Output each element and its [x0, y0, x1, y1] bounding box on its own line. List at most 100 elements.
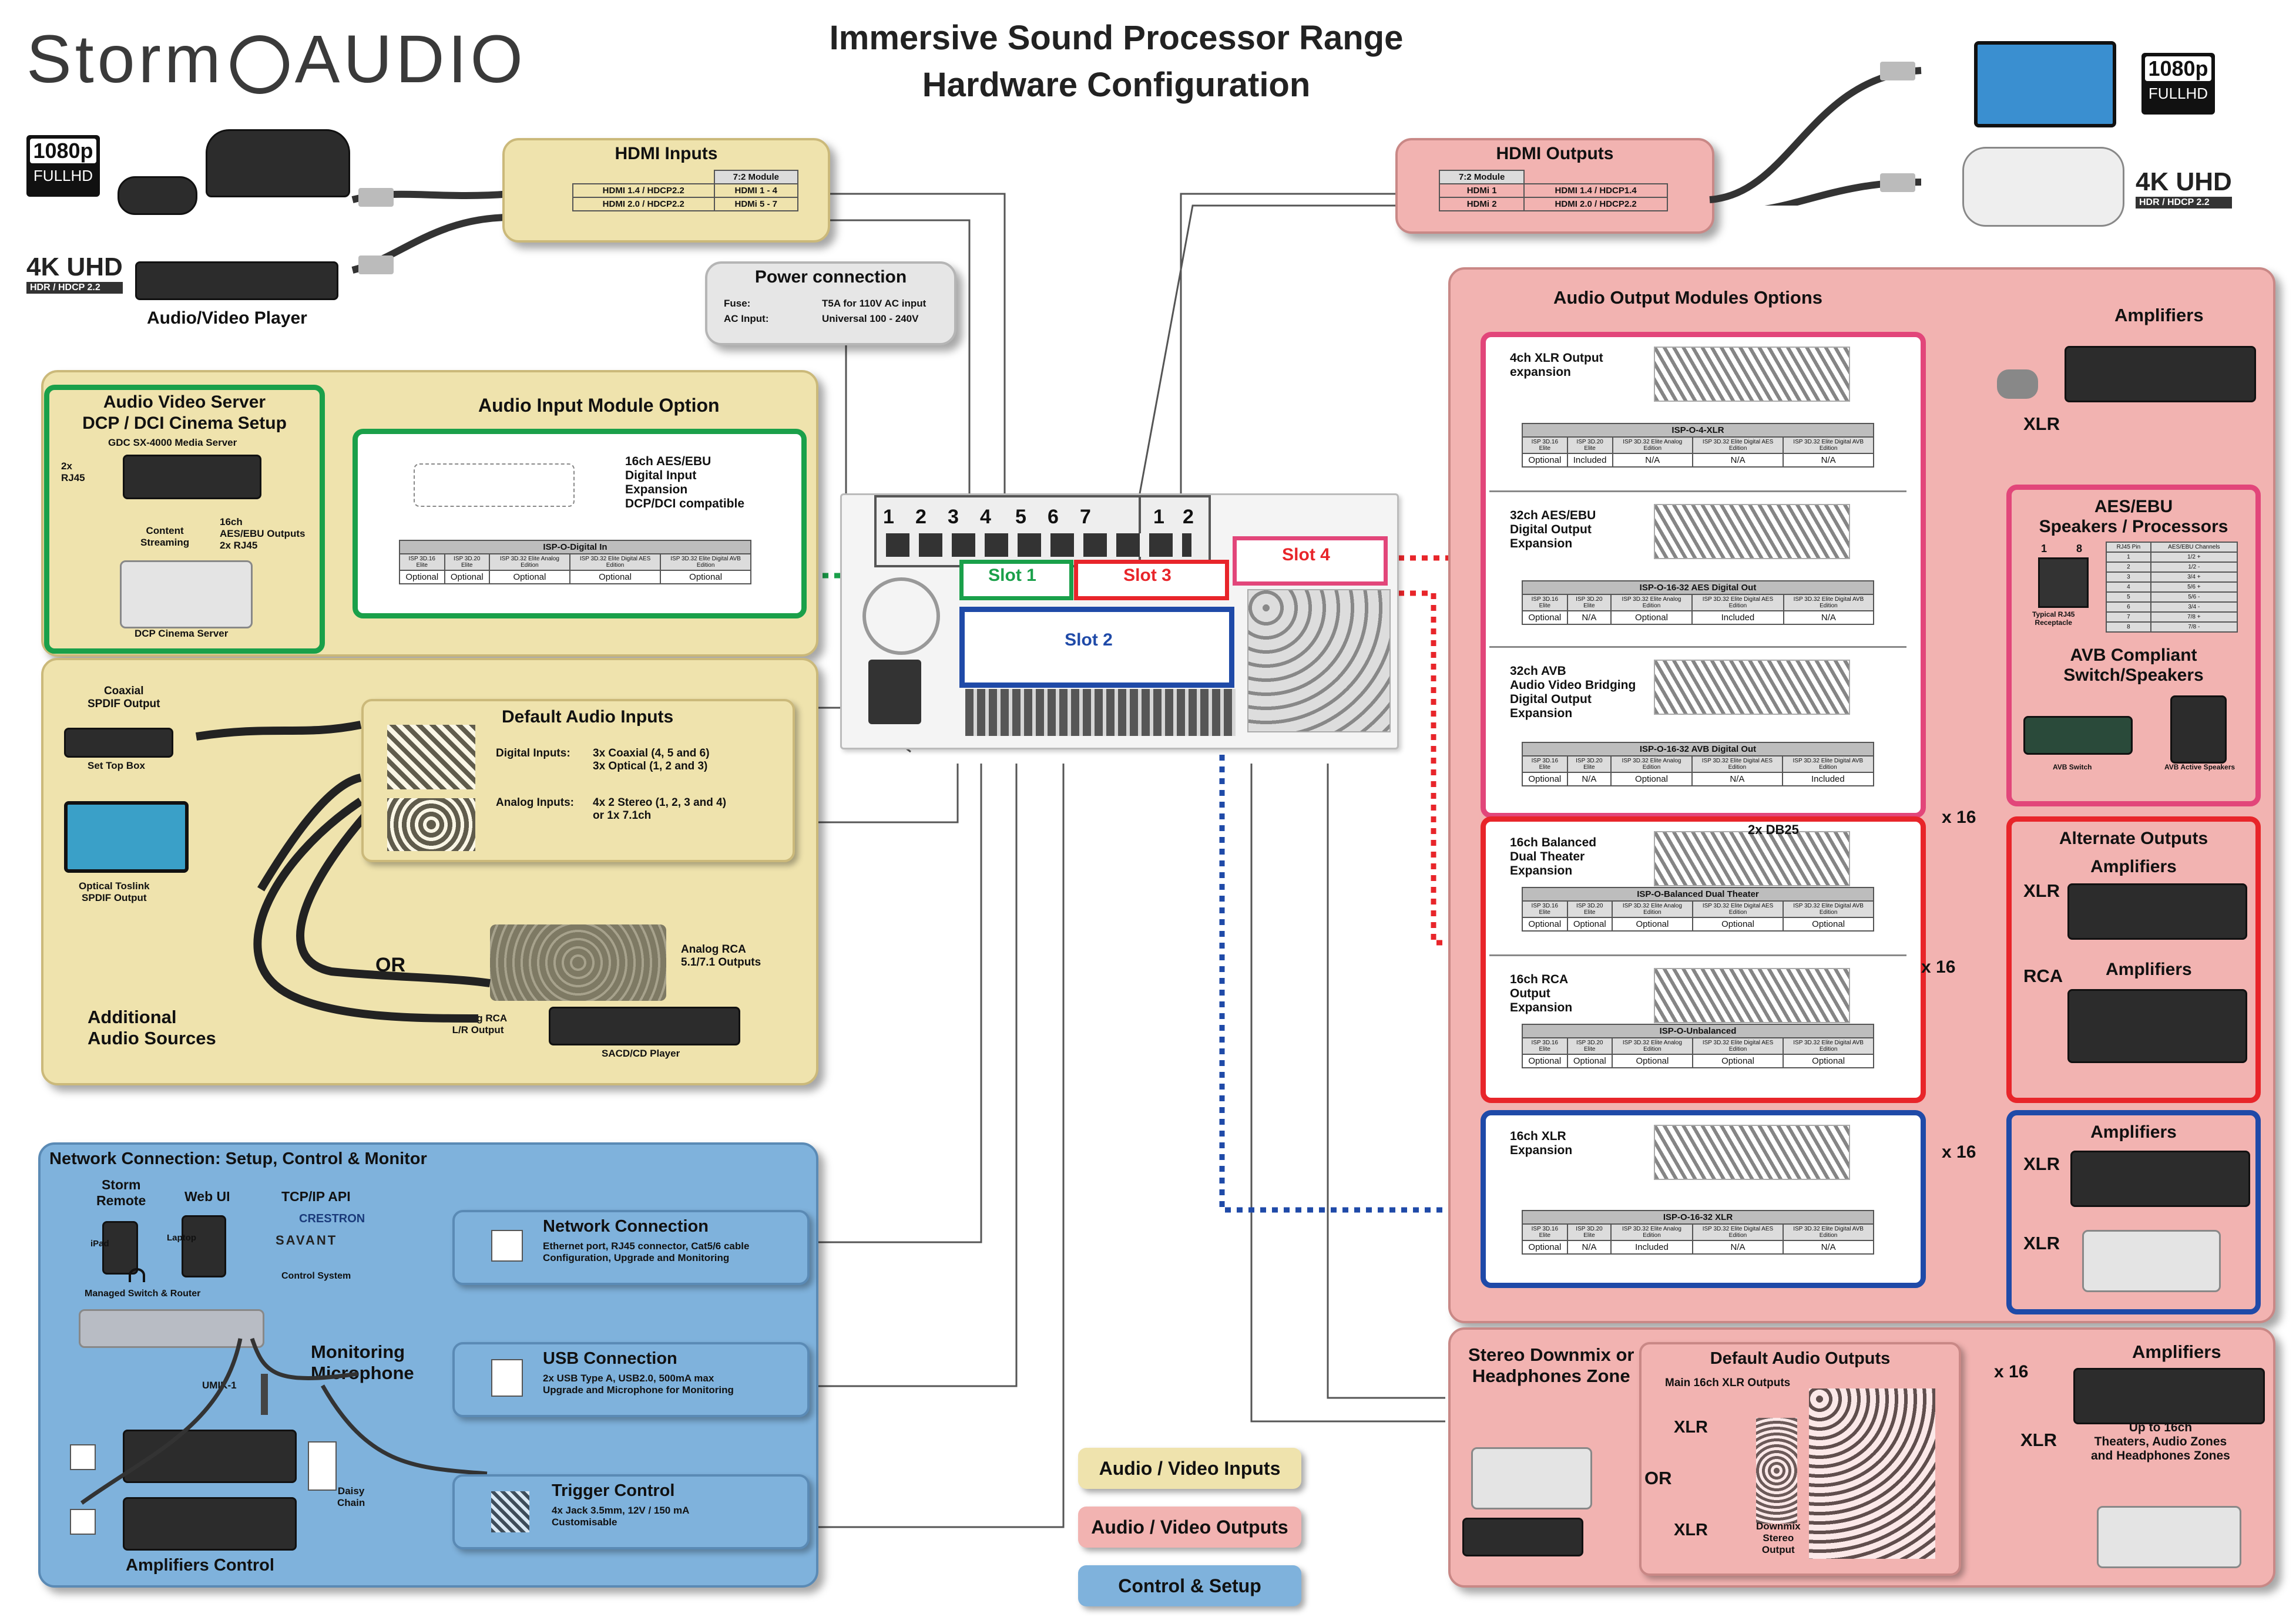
processor-rear-panel: 1 2 3 4 5 6 7 1 2 Slot 1 Slot 3 Slot 4 S… — [840, 493, 1399, 749]
output-module-col: ISP 3D.32 Elite Digital AES Edition — [1691, 755, 1783, 773]
rj45-receptacle-image — [2038, 557, 2089, 608]
output-module-value: Optional — [1691, 1054, 1784, 1068]
ipad-label: iPad — [90, 1239, 109, 1249]
hdmi-in-number-1: 1 — [883, 506, 894, 528]
output-module-value: N/A — [1691, 1240, 1784, 1255]
badge-4k-uhd-right: 4K UHD HDR / HDCP 2.2 — [2136, 167, 2232, 209]
hdmi-out-ports-2: HDMi 2 — [1438, 197, 1525, 211]
output-module-desc: 4ch XLR Output expansion — [1510, 351, 1603, 379]
output-module-value: Included — [1610, 1240, 1693, 1255]
rj45-row-5-ch: 5/6 - — [2150, 591, 2238, 603]
game-console-image — [206, 129, 350, 197]
power-ac-value: Universal 100 - 240V — [822, 313, 919, 324]
slot2-outline — [959, 607, 1234, 688]
badge-1080p-left: 1080p FULLHD — [26, 135, 100, 197]
network-port-icon-2 — [70, 1509, 96, 1535]
up-to-label: Up to 16ch Theaters, Audio Zones and Hea… — [2091, 1421, 2230, 1462]
output-module-col: ISP 3D.32 Elite Analog Edition — [1610, 755, 1693, 773]
output-module-col: ISP 3D.32 Elite Analog Edition — [1612, 900, 1693, 918]
digital-inputs-connector-image — [387, 725, 475, 789]
set-top-box-image — [64, 728, 173, 758]
optical-label: Optical Toslink SPDIF Output — [79, 880, 150, 903]
output-module-value: Optional — [1522, 453, 1568, 468]
control-system-label: Control System — [281, 1271, 351, 1281]
output-module-value: Optional — [1566, 917, 1613, 932]
badge-hdr-text-right: HDR / HDCP 2.2 — [2136, 197, 2232, 209]
rj45-header-pin: RJ45 Pin — [2106, 542, 2151, 553]
digital-in-val-5: Optional — [660, 570, 751, 584]
audio-input-module-box: 16ch AES/EBU Digital Input Expansion DCP… — [353, 429, 807, 618]
output-module-col: ISP 3D.20 Elite — [1566, 1223, 1612, 1241]
rj45-row-2-pin: 2 — [2106, 561, 2151, 573]
rj45-row-7-ch: 7/8 + — [2150, 611, 2238, 623]
output-module-col: ISP 3D.32 Elite Digital AES Edition — [1691, 900, 1784, 918]
default-outputs-box: Default Audio Outputs Main 16ch XLR Outp… — [1639, 1342, 1961, 1576]
output-module-col: ISP 3D.16 Elite — [1522, 755, 1568, 773]
default-audio-inputs-title: Default Audio Inputs — [502, 707, 674, 727]
output-module-value: Optional — [1610, 772, 1693, 786]
usb-connection-title: USB Connection — [543, 1349, 677, 1368]
crestron-label: CRESTRON — [299, 1212, 365, 1225]
power-title: Power connection — [754, 267, 907, 287]
bottom-headphone-amp-image — [2097, 1506, 2241, 1568]
output-module-card-image — [1654, 660, 1850, 715]
umik-label: UMIK-1 — [202, 1380, 237, 1391]
x16-label-1: x 16 — [1942, 808, 1976, 827]
rj45-row-4-ch: 5/6 + — [2150, 581, 2238, 593]
output-module-row: 32ch AVB Audio Video Bridging Digital Ou… — [1489, 646, 1906, 809]
analog-inputs-value: 4x 2 Stereo (1, 2, 3 and 4) or 1x 7.1ch — [593, 796, 727, 822]
or-label-bottom: OR — [1644, 1468, 1672, 1488]
additional-sources-label: Additional Audio Sources — [88, 1007, 216, 1048]
audio-input-module-desc: 16ch AES/EBU Digital Input Expansion DCP… — [625, 455, 745, 510]
power-fuse-label: Fuse: — [724, 298, 751, 309]
audio-input-module-title: Audio Input Module Option — [478, 395, 720, 416]
output-module-col: ISP 3D.32 Elite Digital AVB Edition — [1783, 594, 1875, 611]
rj45-row-1-ch: 1/2 + — [2150, 552, 2238, 563]
hdmi-out-spec-2: HDMI 2.0 / HDCP2.2 — [1523, 197, 1668, 211]
av-player-image — [135, 261, 338, 300]
output-module-value: N/A — [1566, 610, 1612, 625]
amplifiers-label-bottom: Amplifiers — [2132, 1341, 2221, 1362]
legend-outputs: Audio / Video Outputs — [1078, 1507, 1301, 1548]
output-module-value: Optional — [1612, 1054, 1693, 1068]
power-inlet-image — [868, 660, 921, 724]
trigger-jack-icon — [308, 1441, 337, 1491]
rj45-row-2-ch: 1/2 - — [2150, 561, 2238, 573]
rca-label: RCA — [2023, 966, 2063, 986]
hdmi-out-number-1: 1 — [1153, 506, 1164, 528]
output-module-value: Optional — [1522, 1054, 1568, 1068]
xlr-label-bottom-2: XLR — [1674, 1521, 1708, 1539]
output-module-col: ISP 3D.16 Elite — [1522, 1037, 1568, 1055]
hdmi-in-number-4: 4 — [980, 506, 991, 528]
output-module-name: ISP-O-16-32 XLR — [1522, 1210, 1874, 1225]
laptop-label: Laptop — [167, 1233, 196, 1243]
output-module-value: N/A — [1691, 453, 1784, 468]
output-module-card-image — [1654, 347, 1850, 402]
trigger-control-desc: 4x Jack 3.5mm, 12V / 150 mA Customisable — [552, 1505, 690, 1528]
ipad-image — [102, 1221, 138, 1275]
badge-fullhd-text-right: FULLHD — [2148, 85, 2208, 102]
alt-outputs-title: Alternate Outputs — [2059, 829, 2208, 848]
hdmi-in-number-7: 7 — [1080, 506, 1091, 528]
sacd-player-image — [549, 1007, 740, 1045]
output-module-desc: 16ch RCA Output Expansion — [1510, 973, 1573, 1014]
output-module-col: ISP 3D.32 Elite Analog Edition — [1612, 1037, 1693, 1055]
trigger-control-box: Trigger Control 4x Jack 3.5mm, 12V / 150… — [452, 1474, 810, 1549]
rj45-row-5-pin: 5 — [2106, 591, 2151, 603]
output-module-col: ISP 3D.32 Elite Analog Edition — [1612, 436, 1693, 454]
xlr-amplifiers-box: Amplifiers XLR XLR — [2006, 1110, 2261, 1314]
output-module-desc: 16ch XLR Expansion — [1510, 1129, 1573, 1157]
hdmi-out-number-2: 2 — [1183, 506, 1194, 528]
sacd-label: SACD/CD Player — [602, 1048, 680, 1059]
output-module-col: ISP 3D.20 Elite — [1566, 755, 1612, 773]
hdmi-in-spec-2: HDMI 2.0 / HDCP2.2 — [572, 197, 715, 211]
page-title: Immersive Sound Processor Range Hardware… — [793, 15, 1439, 109]
badge-hdr-text: HDR / HDCP 2.2 — [26, 282, 123, 294]
power-connection-panel: Power connection Fuse: T5A for 110V AC i… — [705, 261, 956, 345]
rj45-label: 2x RJ45 — [61, 460, 85, 483]
